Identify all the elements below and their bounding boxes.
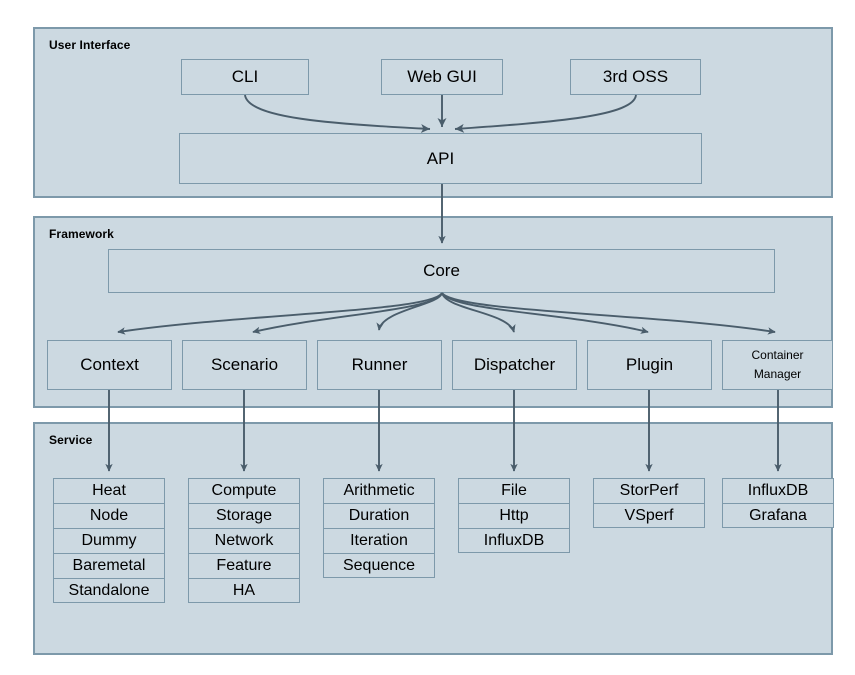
- service-column-container-manager: InfluxDB Grafana: [722, 478, 834, 528]
- node-web-gui[interactable]: Web GUI: [381, 59, 503, 95]
- node-plugin-label: Plugin: [625, 355, 674, 375]
- node-core[interactable]: Core: [108, 249, 775, 293]
- panel-title-framework: Framework: [49, 227, 114, 241]
- service-item[interactable]: Standalone: [53, 578, 165, 603]
- service-item[interactable]: Sequence: [323, 553, 435, 578]
- service-column-dispatcher: File Http InfluxDB: [458, 478, 570, 553]
- node-context-label: Context: [80, 355, 139, 375]
- node-cli[interactable]: CLI: [181, 59, 309, 95]
- node-api[interactable]: API: [179, 133, 702, 184]
- service-item[interactable]: Duration: [323, 503, 435, 528]
- service-item[interactable]: Dummy: [53, 528, 165, 553]
- node-core-label: Core: [423, 261, 460, 281]
- node-runner[interactable]: Runner: [317, 340, 442, 390]
- service-item[interactable]: Network: [188, 528, 300, 553]
- node-scenario[interactable]: Scenario: [182, 340, 307, 390]
- service-item[interactable]: Baremetal: [53, 553, 165, 578]
- panel-title-service: Service: [49, 433, 93, 447]
- node-3rd-oss-label: 3rd OSS: [602, 67, 669, 87]
- service-item[interactable]: HA: [188, 578, 300, 603]
- service-item[interactable]: InfluxDB: [722, 478, 834, 503]
- service-column-scenario: Compute Storage Network Feature HA: [188, 478, 300, 603]
- node-container-manager-label-line1: Container: [751, 348, 804, 363]
- service-item[interactable]: Http: [458, 503, 570, 528]
- node-api-label: API: [426, 148, 455, 168]
- node-plugin[interactable]: Plugin: [587, 340, 712, 390]
- service-item[interactable]: Heat: [53, 478, 165, 503]
- service-column-runner: Arithmetic Duration Iteration Sequence: [323, 478, 435, 578]
- service-item[interactable]: Iteration: [323, 528, 435, 553]
- node-scenario-label: Scenario: [210, 355, 279, 375]
- service-item[interactable]: Compute: [188, 478, 300, 503]
- service-item[interactable]: Feature: [188, 553, 300, 578]
- node-dispatcher[interactable]: Dispatcher: [452, 340, 577, 390]
- service-column-context: Heat Node Dummy Baremetal Standalone: [53, 478, 165, 603]
- service-item[interactable]: Storage: [188, 503, 300, 528]
- node-3rd-oss[interactable]: 3rd OSS: [570, 59, 701, 95]
- service-item[interactable]: InfluxDB: [458, 528, 570, 553]
- service-item[interactable]: File: [458, 478, 570, 503]
- node-container-manager[interactable]: Container Manager: [722, 340, 833, 390]
- service-column-plugin: StorPerf VSperf: [593, 478, 705, 528]
- service-item[interactable]: Node: [53, 503, 165, 528]
- service-item[interactable]: VSperf: [593, 503, 705, 528]
- service-item[interactable]: Grafana: [722, 503, 834, 528]
- service-item[interactable]: StorPerf: [593, 478, 705, 503]
- node-web-gui-label: Web GUI: [407, 67, 477, 87]
- service-item[interactable]: Arithmetic: [323, 478, 435, 503]
- node-dispatcher-label: Dispatcher: [473, 355, 556, 375]
- node-cli-label: CLI: [231, 67, 259, 87]
- node-container-manager-label-line2: Manager: [753, 367, 802, 381]
- node-runner-label: Runner: [351, 355, 408, 375]
- panel-title-user-interface: User Interface: [49, 38, 131, 52]
- node-context[interactable]: Context: [47, 340, 172, 390]
